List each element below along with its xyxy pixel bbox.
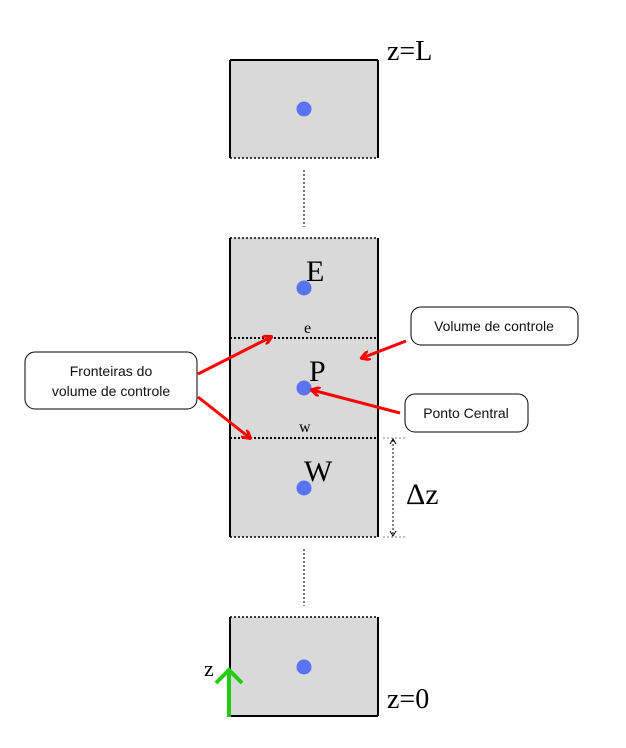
delta-z-dimension [383,437,405,538]
node-top [296,101,312,117]
label-P: P [309,355,326,388]
label-W: W [304,455,333,488]
callout-central-point: Ponto Central [404,393,529,433]
callout-boundaries: Fronteiras do volume de controle [24,351,198,410]
callout-central-point-text: Ponto Central [423,405,509,421]
label-face-w: w [299,419,311,436]
arrow-to-control-volume [362,339,407,358]
node-P [296,380,312,396]
label-face-e: e [304,320,311,337]
label-z-bottom: z=0 [387,684,429,715]
node-bottom [296,659,312,675]
arrow-to-face-e [197,337,271,376]
label-z-top: z=L [387,36,432,67]
callout-control-volume-text: Volume de controle [434,318,554,334]
z-axis-arrow-icon [214,667,244,717]
arrow-to-face-w [197,395,250,438]
callout-control-volume: Volume de controle [410,306,579,346]
cell-stack [229,237,379,538]
callout-boundaries-line2: volume de controle [52,383,171,399]
node-W [296,480,312,496]
label-delta-z: Δz [406,478,439,511]
callout-boundaries-line1: Fronteiras do [70,363,153,379]
cell-top [229,59,379,159]
cell-bottom [229,616,379,717]
node-E [296,280,312,296]
label-axis-z: z [204,656,214,681]
label-E: E [306,255,324,288]
arrow-to-central-point [312,390,401,415]
